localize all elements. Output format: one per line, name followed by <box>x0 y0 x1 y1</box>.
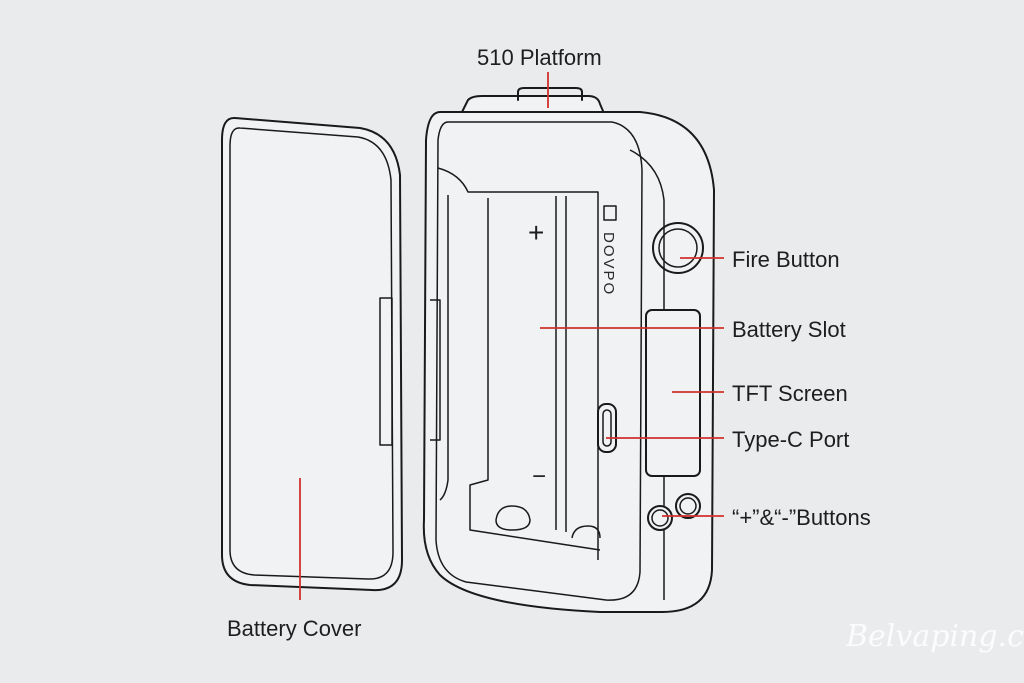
watermark: Belvaping.com <box>845 619 1024 654</box>
label-tft-screen: TFT Screen <box>732 381 848 406</box>
brand-text: DOVPO <box>600 232 617 296</box>
label-510-platform: 510 Platform <box>477 45 602 70</box>
polarity-minus: − <box>532 463 546 490</box>
brand-logo-icon <box>603 205 617 221</box>
type-c-port[interactable] <box>597 403 617 453</box>
mod-body <box>422 87 715 613</box>
fire-button[interactable] <box>652 222 704 274</box>
label-adjust-buttons: “+”&“-”Buttons <box>732 505 871 530</box>
leader-lines <box>299 72 724 600</box>
battery-cover-panel <box>221 116 403 592</box>
label-battery-cover: Battery Cover <box>227 616 362 641</box>
label-battery-slot: Battery Slot <box>732 317 846 342</box>
tft-screen <box>645 309 701 477</box>
polarity-plus: + <box>528 217 544 248</box>
label-type-c-port: Type-C Port <box>732 427 849 452</box>
label-fire-button: Fire Button <box>732 247 840 272</box>
